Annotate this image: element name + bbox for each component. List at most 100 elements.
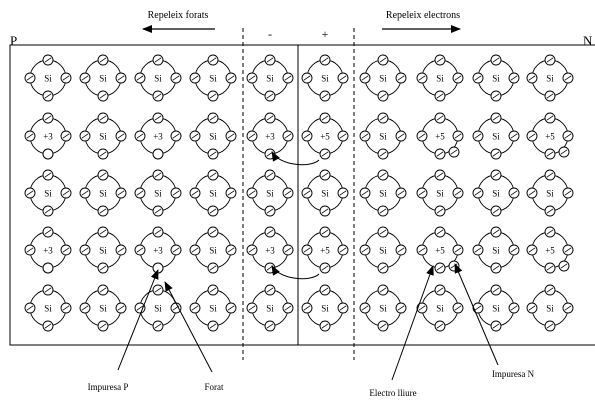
electron bbox=[282, 244, 294, 256]
silicon-atom: Si bbox=[79, 54, 127, 102]
recombination-arrow bbox=[271, 265, 320, 280]
atom-label: Si bbox=[546, 304, 554, 314]
atom-label: Si bbox=[492, 74, 500, 84]
electron bbox=[170, 302, 182, 314]
electron bbox=[490, 284, 502, 296]
silicon-atom: Si bbox=[79, 169, 127, 217]
electron bbox=[508, 187, 520, 199]
electron bbox=[377, 320, 389, 332]
electron bbox=[490, 112, 502, 124]
atom-label: Si bbox=[492, 132, 500, 142]
electron bbox=[264, 112, 276, 124]
electron bbox=[24, 302, 36, 314]
atom-label: +5 bbox=[545, 132, 555, 142]
electron bbox=[42, 112, 54, 124]
electron bbox=[319, 226, 331, 238]
atom-label: Si bbox=[209, 189, 217, 199]
electron bbox=[377, 205, 389, 217]
electron bbox=[490, 169, 502, 181]
silicon-atom: Si bbox=[134, 54, 182, 102]
electron bbox=[24, 72, 36, 84]
electron bbox=[377, 112, 389, 124]
electron bbox=[544, 320, 556, 332]
electron bbox=[264, 320, 276, 332]
electron bbox=[225, 72, 237, 84]
electron bbox=[97, 112, 109, 124]
electron bbox=[264, 205, 276, 217]
silicon-atom: Si bbox=[472, 54, 520, 102]
silicon-atom: Si bbox=[472, 226, 520, 274]
atom-label: +3 bbox=[265, 246, 275, 256]
electron bbox=[152, 320, 164, 332]
electron bbox=[134, 187, 146, 199]
atom-label: Si bbox=[99, 246, 107, 256]
electron bbox=[508, 244, 520, 256]
electron bbox=[416, 72, 428, 84]
donor-atom: +5 bbox=[301, 226, 349, 274]
electron bbox=[562, 130, 574, 142]
silicon-atom: Si bbox=[416, 54, 464, 102]
electron bbox=[97, 226, 109, 238]
electron bbox=[301, 72, 313, 84]
atom-label: Si bbox=[492, 189, 500, 199]
free-electron bbox=[448, 146, 460, 158]
electron bbox=[24, 244, 36, 256]
silicon-atom: Si bbox=[189, 112, 237, 160]
atom-label: Si bbox=[379, 304, 387, 314]
atom-label: +3 bbox=[153, 246, 163, 256]
silicon-atom: Si bbox=[359, 54, 407, 102]
carrier-annotations bbox=[271, 146, 570, 280]
atom-label: Si bbox=[99, 132, 107, 142]
electron bbox=[97, 169, 109, 181]
electron bbox=[526, 187, 538, 199]
electron bbox=[97, 262, 109, 274]
impurity-p-label: Impuresa P bbox=[88, 382, 129, 392]
electron bbox=[319, 262, 331, 274]
electron bbox=[134, 302, 146, 314]
silicon-atom: Si bbox=[416, 169, 464, 217]
donor-atom: +5 bbox=[526, 112, 574, 160]
silicon-atom: Si bbox=[79, 284, 127, 332]
electron bbox=[207, 262, 219, 274]
silicon-atom: Si bbox=[134, 169, 182, 217]
electron bbox=[526, 244, 538, 256]
electron bbox=[264, 226, 276, 238]
atom-label: +3 bbox=[43, 246, 53, 256]
electron bbox=[246, 130, 258, 142]
atom-label: +3 bbox=[265, 132, 275, 142]
electron bbox=[319, 148, 331, 160]
electron bbox=[152, 112, 164, 124]
electron bbox=[544, 226, 556, 238]
donor-atom: +5 bbox=[416, 226, 464, 274]
electron bbox=[170, 130, 182, 142]
electron bbox=[246, 244, 258, 256]
atom-label: Si bbox=[209, 74, 217, 84]
electron bbox=[42, 90, 54, 102]
impurity-p-pointer bbox=[117, 269, 159, 371]
electron bbox=[207, 169, 219, 181]
electron bbox=[395, 244, 407, 256]
electron bbox=[395, 302, 407, 314]
electron bbox=[97, 90, 109, 102]
electron bbox=[246, 187, 258, 199]
electron bbox=[115, 244, 127, 256]
electron bbox=[434, 90, 446, 102]
hole-label: Forat bbox=[205, 382, 224, 392]
electron bbox=[60, 187, 72, 199]
atom-label: Si bbox=[44, 304, 52, 314]
electron bbox=[359, 187, 371, 199]
electron bbox=[490, 90, 502, 102]
electron bbox=[490, 226, 502, 238]
electron bbox=[490, 320, 502, 332]
electron bbox=[472, 244, 484, 256]
electron bbox=[544, 169, 556, 181]
electron bbox=[97, 54, 109, 66]
electron bbox=[134, 130, 146, 142]
electron bbox=[152, 90, 164, 102]
electron bbox=[377, 169, 389, 181]
silicon-atom: Si bbox=[472, 284, 520, 332]
electron bbox=[79, 72, 91, 84]
atom-label: Si bbox=[154, 304, 162, 314]
electron bbox=[264, 54, 276, 66]
